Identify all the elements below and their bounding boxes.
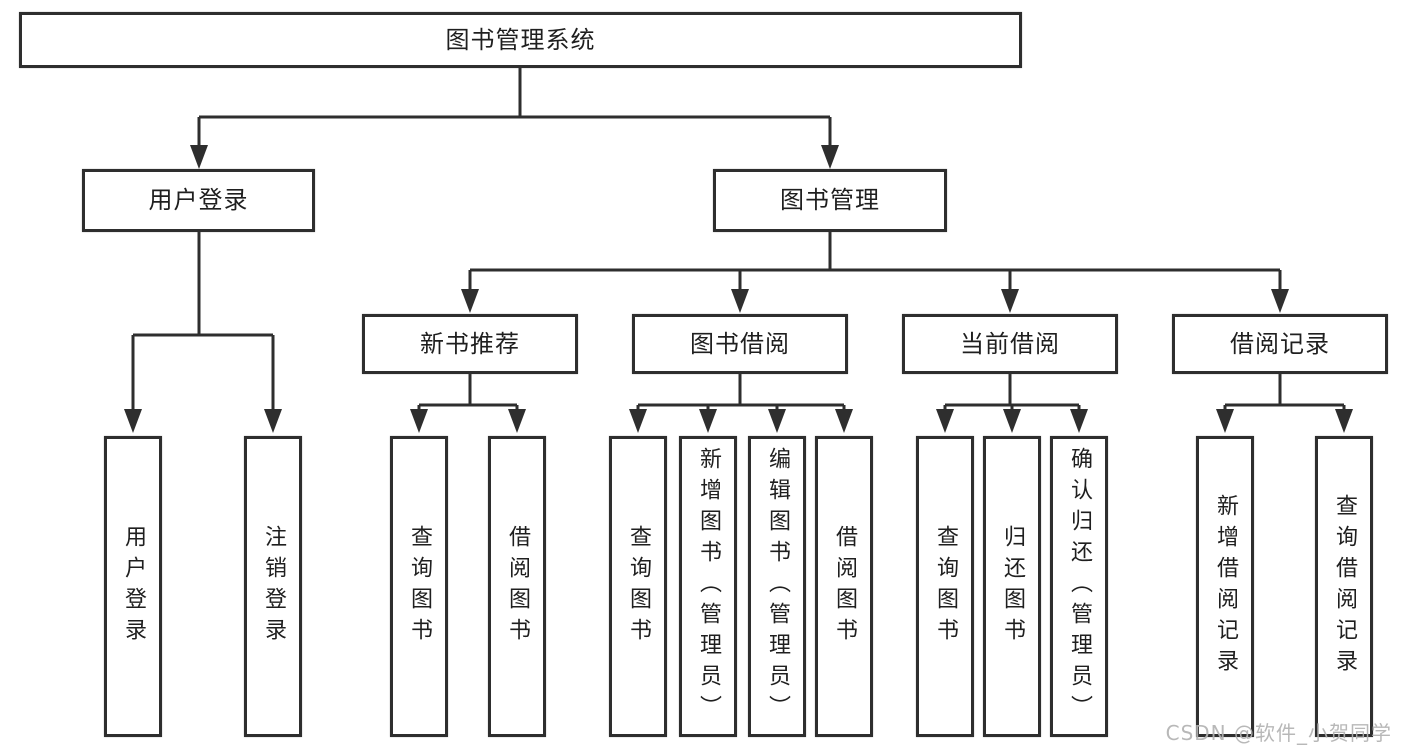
arrowhead — [821, 145, 839, 169]
arrowhead — [264, 409, 282, 433]
connector-book-management — [468, 232, 1282, 291]
arrowhead — [461, 289, 479, 313]
arrowhead — [629, 409, 647, 433]
leaf-query-books-current: 查询图书 — [916, 436, 974, 737]
arrowhead — [835, 409, 853, 433]
arrowhead — [768, 409, 786, 433]
node-user-login: 用户登录 — [82, 169, 315, 232]
leaf-return-books: 归还图书 — [983, 436, 1041, 737]
arrowhead — [1070, 409, 1088, 433]
arrowhead — [699, 409, 717, 433]
arrowhead — [1271, 289, 1289, 313]
leaf-borrow-books-recommend: 借阅图书 — [488, 436, 546, 737]
connector-new-book-recommend — [417, 373, 519, 411]
arrowhead — [731, 289, 749, 313]
leaf-edit-books-admin: 编辑图书（管理员） — [748, 436, 806, 737]
arrowhead — [508, 409, 526, 433]
csdn-watermark: CSDN @软件_小贺同学 — [1165, 721, 1392, 745]
node-new-book-recommend: 新书推荐 — [362, 314, 578, 374]
connector-borrow-records — [1223, 373, 1346, 411]
arrowhead — [936, 409, 954, 433]
arrowhead — [124, 409, 142, 433]
arrowhead — [1001, 289, 1019, 313]
leaf-logout-login: 注销登录 — [244, 436, 302, 737]
leaf-user-login: 用户登录 — [104, 436, 162, 737]
leaf-query-books-recommend: 查询图书 — [390, 436, 448, 737]
leaf-borrow-books: 借阅图书 — [815, 436, 873, 737]
node-borrow-records: 借阅记录 — [1172, 314, 1388, 374]
leaf-query-books-borrow: 查询图书 — [609, 436, 667, 737]
node-book-borrow: 图书借阅 — [632, 314, 848, 374]
node-current-borrow: 当前借阅 — [902, 314, 1118, 374]
leaf-query-borrow-record: 查询借阅记录 — [1315, 436, 1373, 737]
leaf-confirm-return-admin: 确认归还（管理员） — [1050, 436, 1108, 737]
leaf-add-borrow-record: 新增借阅记录 — [1196, 436, 1254, 737]
node-library-management-system: 图书管理系统 — [19, 12, 1022, 68]
arrowhead — [1335, 409, 1353, 433]
connector-user-login — [131, 232, 275, 411]
arrowhead — [1003, 409, 1021, 433]
leaf-add-books-admin: 新增图书（管理员） — [679, 436, 737, 737]
connector-book-borrow — [636, 373, 846, 411]
node-book-management: 图书管理 — [713, 169, 947, 232]
connector-root — [197, 68, 832, 147]
arrowhead — [410, 409, 428, 433]
arrowhead — [1216, 409, 1234, 433]
arrowhead — [190, 145, 208, 169]
connector-current-borrow — [943, 373, 1081, 411]
